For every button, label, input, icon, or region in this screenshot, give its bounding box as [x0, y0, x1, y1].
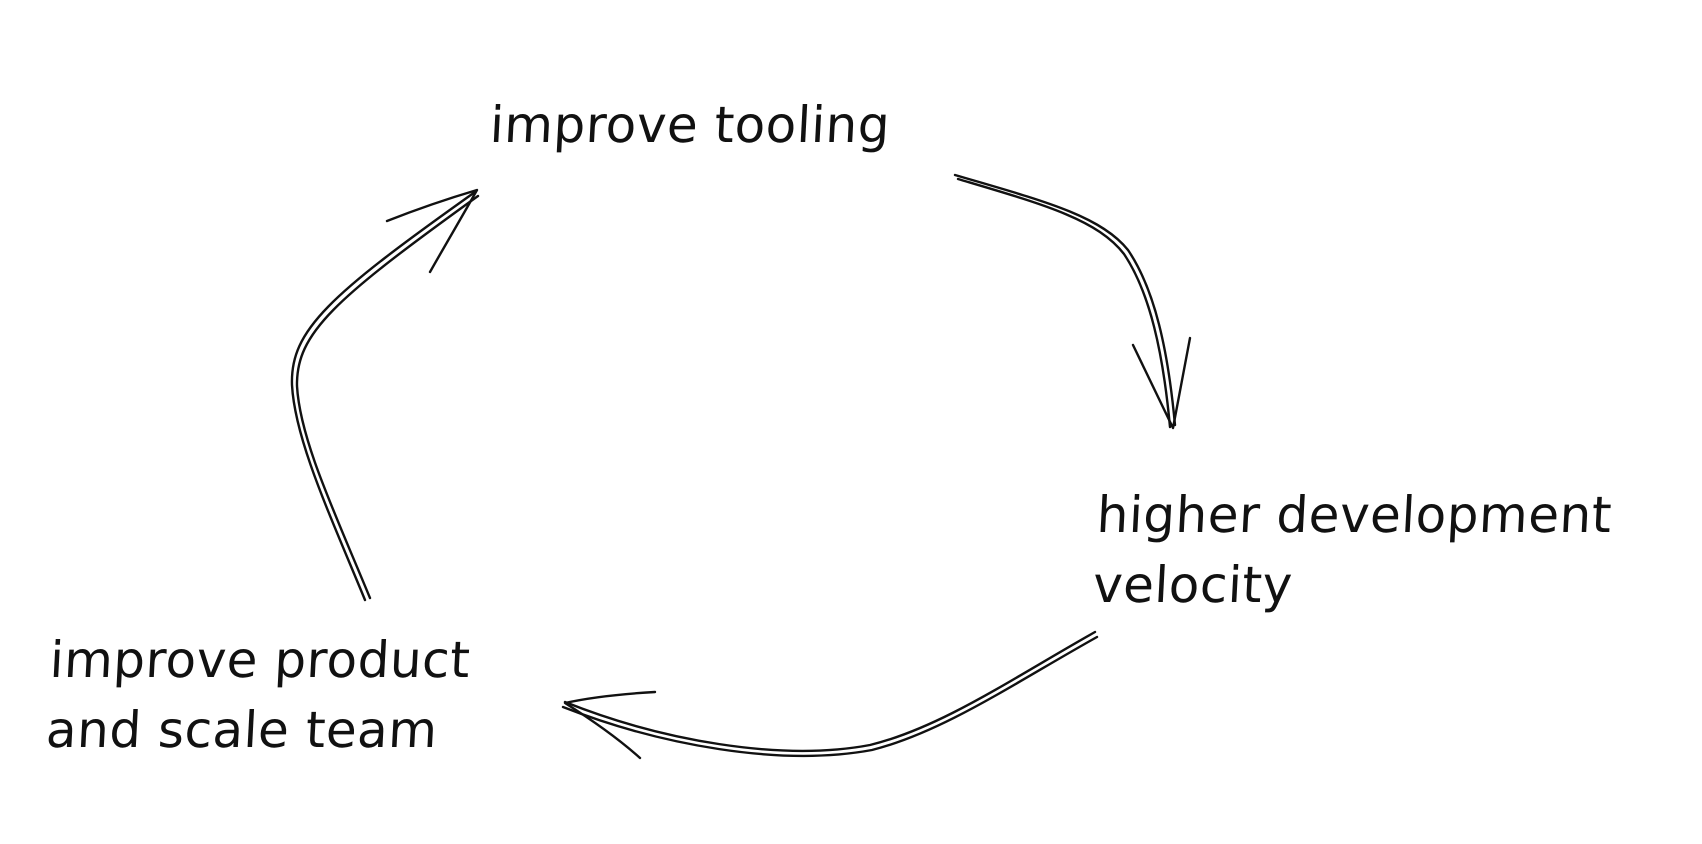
node-label-line-2: and scale team: [44, 701, 440, 759]
arrow-velocity-to-product: [561, 630, 1099, 760]
arrow-product-to-tooling: [290, 188, 480, 602]
node-label-line-1: higher development: [1095, 486, 1614, 544]
node-label-line-1: improve product: [48, 631, 472, 689]
node-improve-product-and-scale-team: improve product and scale team: [44, 625, 472, 765]
arrow-tooling-to-velocity: [953, 173, 1192, 430]
node-improve-tooling: improve tooling: [488, 90, 892, 160]
node-label: improve tooling: [488, 96, 892, 154]
node-label-line-2: velocity: [1091, 556, 1295, 614]
node-higher-development-velocity: higher development velocity: [1091, 480, 1614, 620]
